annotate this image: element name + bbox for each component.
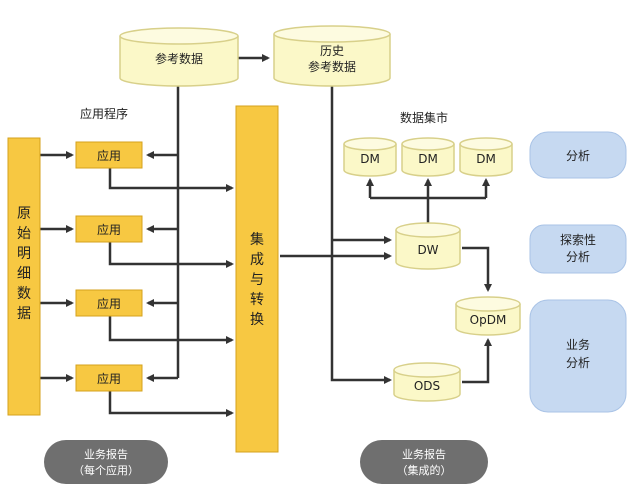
report-app-line2: （每个应用） [73,463,139,477]
dm-cylinder-3: DM [459,137,513,177]
report-int-line1: 业务报告 [402,447,446,461]
app-label: 应用 [97,371,121,386]
raw-data-char-2: 始 [17,226,31,242]
dm-cylinder-1: DM [343,137,397,177]
app-box-2: 应用 [75,215,143,243]
dw-label: DW [417,243,438,257]
analysis-box: 分析 [529,131,627,179]
integration-char-5: 换 [250,311,264,328]
connectors [40,54,492,417]
dm-label: DM [360,152,380,166]
dm-label: DM [418,152,438,166]
raw-data-char-3: 明 [17,246,31,262]
per-app-business-report-pill: 业务报告 （每个应用） [44,440,168,484]
raw-data-char-6: 据 [17,306,31,322]
historical-reference-data-cylinder: 历史 参考数据 [273,25,391,87]
integrated-business-report-pill: 业务报告 （集成的） [360,440,488,484]
report-int-line2: （集成的） [397,463,452,477]
integration-char-2: 成 [250,252,264,268]
exploratory-label-line1: 探索性 [560,233,596,247]
app-box-3: 应用 [75,289,143,317]
arrow-hist-to-ods [330,82,392,384]
reference-data-cylinder: 参考数据 [119,27,239,87]
data-marts-header: 数据集市 [400,110,448,125]
analysis-label: 分析 [566,149,590,163]
raw-detail-data-bar: 原 始 明 细 数 据 [7,137,41,416]
app-box-4: 应用 [75,364,143,392]
app-label: 应用 [97,222,121,237]
app-box-1: 应用 [75,141,143,169]
integration-char-3: 与 [250,272,264,288]
business-label-line2: 分析 [566,356,590,370]
arrow-app2-to-integration [108,242,234,268]
dm-label: DM [476,152,496,166]
historical-ref-label-line1: 历史 [320,44,344,58]
raw-data-char-4: 细 [17,266,31,282]
raw-data-char-1: 原 [17,206,31,222]
arrow-dw-to-opdm [462,246,492,292]
arrow-app1-to-integration [108,168,234,192]
reference-data-label: 参考数据 [155,51,203,66]
opdm-label: OpDM [470,313,507,327]
exploratory-analysis-box: 探索性 分析 [529,224,627,274]
opdm-cylinder: OpDM [455,296,521,336]
historical-ref-label-line2: 参考数据 [308,59,356,74]
arrow-app4-to-integration [108,391,234,417]
applications-header: 应用程序 [80,106,128,121]
business-analysis-box: 业务 分析 [529,299,627,413]
dm-cylinder-2: DM [401,137,455,177]
integration-transformation-bar: 集 成 与 转 换 [235,105,279,453]
ods-label: ODS [414,379,440,393]
ods-cylinder: ODS [393,362,461,402]
integration-char-4: 转 [250,292,264,308]
report-app-line1: 业务报告 [84,447,128,461]
integration-char-1: 集 [250,231,264,248]
exploratory-label-line2: 分析 [566,250,590,264]
app-label: 应用 [97,296,121,311]
business-label-line1: 业务 [566,337,590,352]
arrow-app3-to-integration [108,316,234,344]
dw-cylinder: DW [395,222,461,270]
arrow-ods-to-opdm [462,338,492,384]
raw-data-char-5: 数 [17,286,31,302]
app-label: 应用 [97,148,121,163]
